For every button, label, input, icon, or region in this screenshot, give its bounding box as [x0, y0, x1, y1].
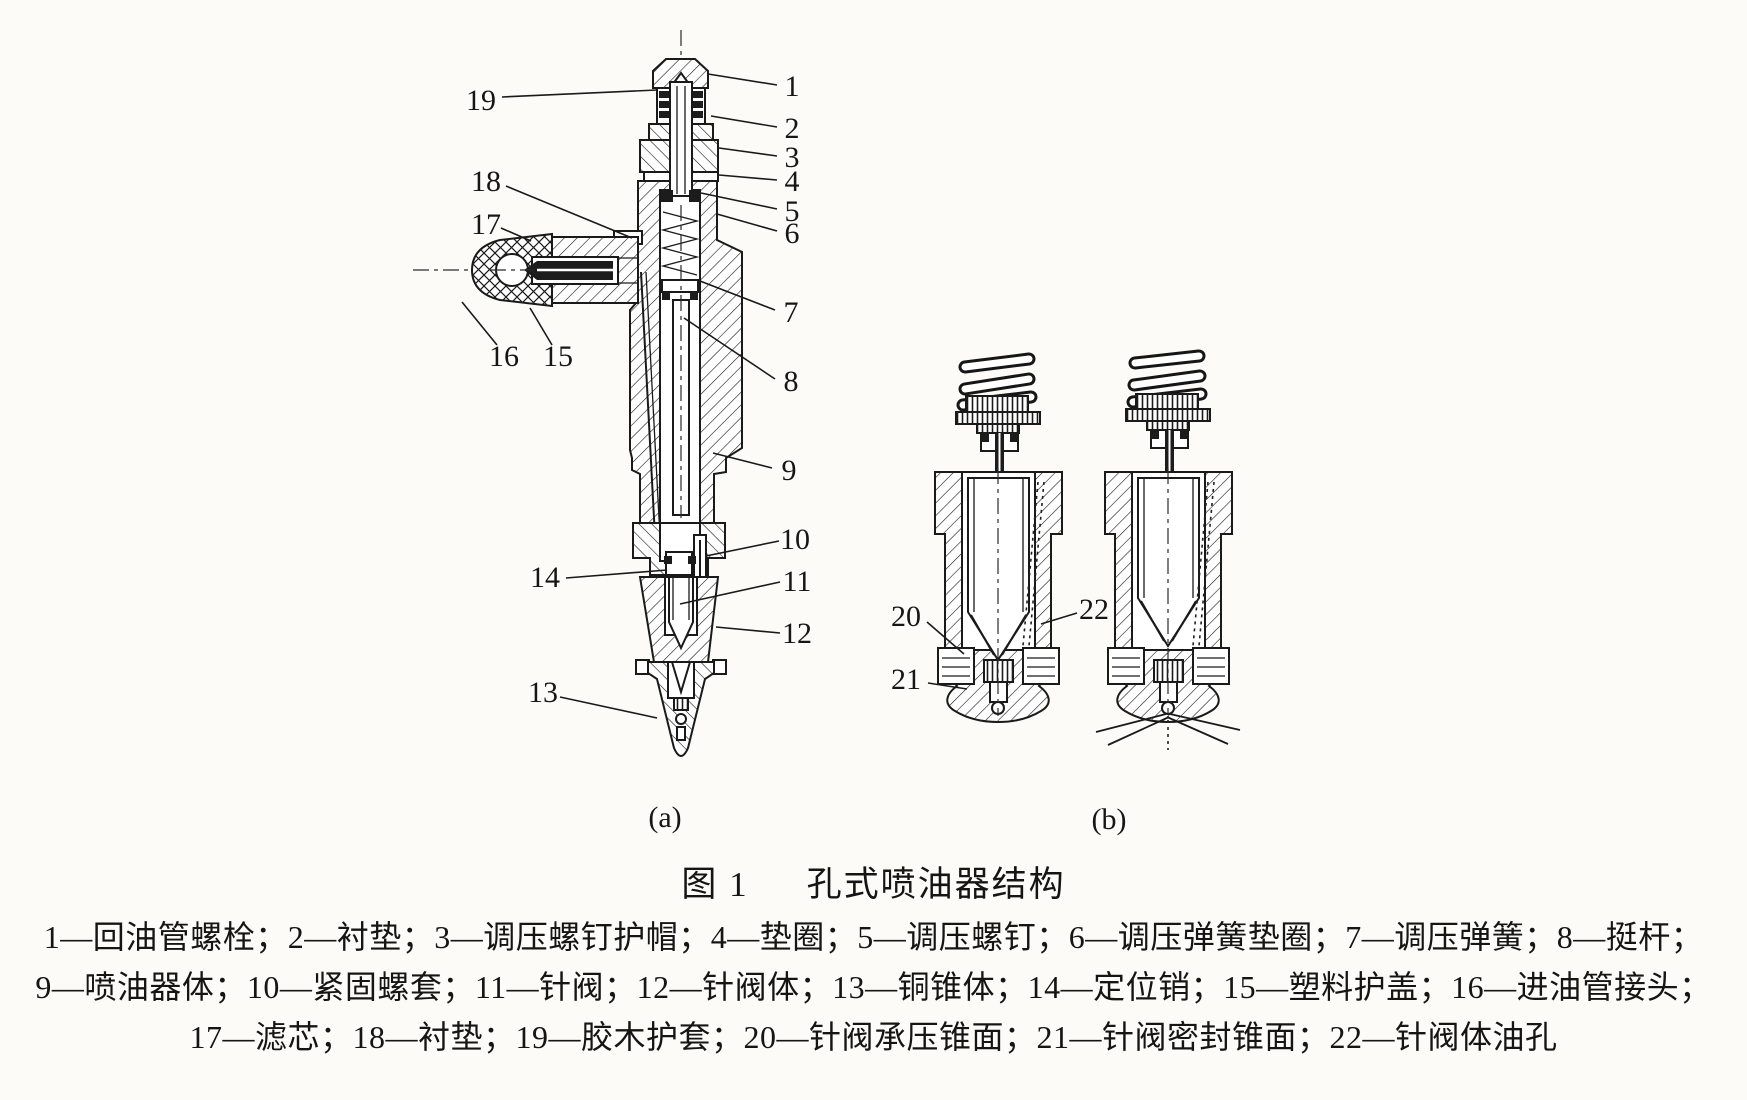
callout-number-1: 1 [785, 70, 800, 103]
leader-line-18 [505, 185, 633, 239]
callout-number-18: 18 [471, 165, 501, 198]
nozzle-closed [934, 352, 1063, 724]
leader-line-21 [927, 682, 968, 690]
parts-legend: 1—回油管螺栓；2—衬垫；3—调压螺钉护帽；4—垫圈；5—调压螺钉；6—调压弹簧… [0, 912, 1747, 1062]
leader-line-13 [559, 696, 658, 719]
callout-number-8: 8 [784, 365, 799, 398]
callout-number-16: 16 [489, 340, 519, 373]
figure-caption-title: 孔式喷油器结构 [806, 865, 1066, 904]
callout-number-5: 5 [785, 195, 800, 228]
fuel-spray-lines [1095, 713, 1241, 750]
figure-caption: 图 1 孔式喷油器结构 [0, 856, 1747, 907]
leader-line-8 [683, 317, 776, 380]
leader-line-15 [529, 307, 553, 346]
leader-line-7 [699, 280, 776, 311]
part-nozzle-body [638, 576, 720, 663]
callout-number-10: 10 [780, 523, 810, 556]
subfigure-b-label: (b) [1092, 803, 1127, 836]
callout-number-19: 19 [466, 84, 496, 117]
callout-number-6: 6 [785, 217, 800, 250]
subfigure-a-label: (a) [648, 801, 681, 834]
part-inlet-fitting [413, 230, 643, 308]
leader-line-14 [565, 569, 668, 579]
legend-line-3: 17—滤芯；18—衬垫；19—胶木护套；20—针阀承压锥面；21—针阀密封锥面；… [189, 1019, 1558, 1055]
leader-line-3 [718, 147, 778, 157]
callout-number-15: 15 [543, 340, 573, 373]
leader-line-5 [700, 192, 778, 210]
leader-line-6 [716, 213, 778, 232]
leader-line-19 [501, 89, 658, 98]
callout-number-7: 7 [784, 296, 799, 329]
callout-number-17: 17 [471, 208, 501, 241]
leader-line-22 [1040, 612, 1078, 625]
part-injector-body [629, 81, 743, 576]
legend-line-1: 1—回油管螺栓；2—衬垫；3—调压螺钉护帽；4—垫圈；5—调压螺钉；6—调压弹簧… [43, 919, 1704, 955]
callout-number-3: 3 [785, 141, 800, 174]
callout-number-20: 20 [891, 600, 921, 633]
callout-number-22: 22 [1079, 593, 1109, 626]
leader-line-1 [707, 73, 778, 86]
callout-number-21: 21 [891, 663, 921, 696]
nozzle-detail-view [934, 349, 1241, 750]
leader-line-10 [705, 540, 780, 557]
callout-number-4: 4 [785, 165, 800, 198]
figure-caption-label: 图 1 [681, 865, 749, 904]
callout-number-13: 13 [528, 676, 558, 709]
callout-number-2: 2 [785, 112, 800, 145]
leader-line-2 [710, 115, 778, 128]
leader-line-16 [461, 301, 498, 346]
leader-line-4 [718, 174, 778, 181]
leader-line-9 [712, 452, 773, 469]
leader-line-20 [926, 621, 965, 655]
nozzle-open [1095, 349, 1241, 750]
leader-line-17 [500, 227, 532, 242]
callout-number-12: 12 [782, 617, 812, 650]
part-copper-cone [635, 659, 727, 757]
leader-line-12 [715, 626, 781, 634]
callout-number-11: 11 [783, 565, 812, 598]
injector-assembly-view [413, 30, 743, 757]
callout-number-14: 14 [530, 561, 560, 594]
leader-line-11 [679, 581, 781, 605]
callout-number-9: 9 [782, 454, 797, 487]
legend-line-2: 9—喷油器体；10—紧固螺套；11—针阀；12—针阀体；13—铜锥体；14—定位… [35, 969, 1712, 1005]
